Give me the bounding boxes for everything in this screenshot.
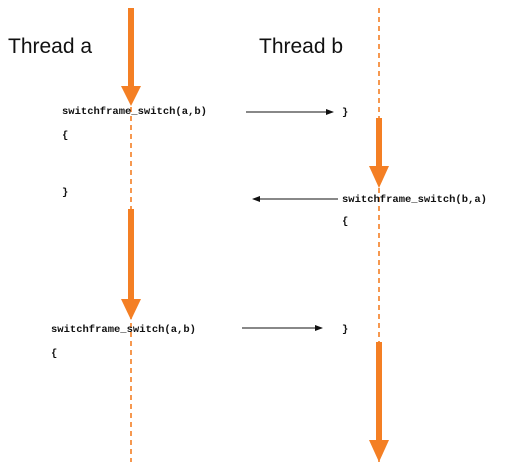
execution-arrow-b-1 — [369, 118, 389, 188]
a-close-brace-1: } — [62, 187, 68, 199]
thread-b-title: Thread b — [259, 35, 343, 58]
execution-arrow-a-1 — [121, 8, 141, 106]
a-switch-call-1: switchframe_switch(a,b) — [62, 106, 207, 118]
execution-arrow-b-2 — [369, 342, 389, 462]
a-switch-call-2: switchframe_switch(a,b) — [51, 324, 196, 336]
b-close-brace-2: } — [342, 324, 348, 336]
thread-a-title: Thread a — [8, 35, 92, 58]
b-switch-call: switchframe_switch(b,a) — [342, 194, 487, 206]
execution-arrow-a-2 — [121, 209, 141, 320]
b-open-brace: { — [342, 216, 348, 228]
a-open-brace-2: { — [51, 348, 57, 360]
a-open-brace-1: { — [62, 130, 68, 142]
b-close-brace-1: } — [342, 107, 348, 119]
